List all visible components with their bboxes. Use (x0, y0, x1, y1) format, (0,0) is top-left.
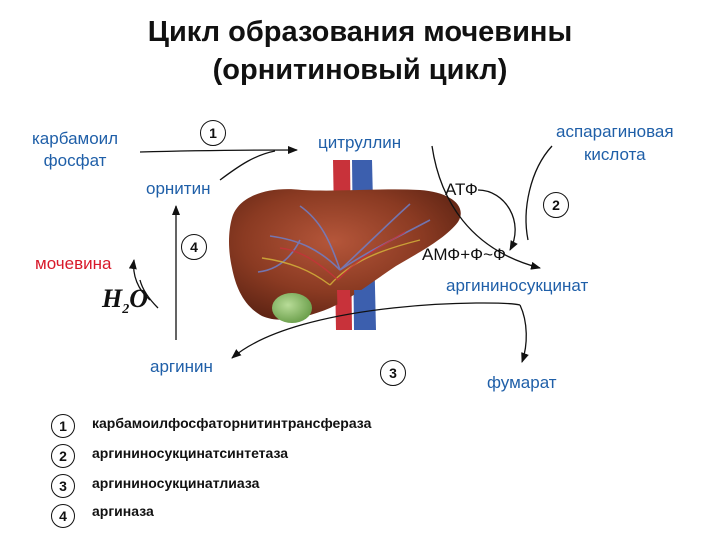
label-fumarate: фумарат (487, 373, 557, 392)
liver (229, 189, 461, 320)
arrow-step-3 (231, 302, 521, 359)
arrow-fumarate (519, 304, 529, 363)
legend-badge-1: 1 (51, 414, 75, 438)
arrow-h2o (139, 279, 159, 309)
label-urea: мочевина (35, 254, 112, 273)
h2o-o: O (129, 284, 149, 313)
arrow-ornithine-merge (219, 150, 276, 181)
legend-badge-4: 4 (51, 504, 75, 528)
arrow-step-1 (139, 146, 298, 155)
title-line-1: Цикл образования мочевины (147, 16, 573, 48)
label-citrulline: цитруллин (318, 133, 402, 152)
label-atp: АТФ (445, 180, 478, 199)
legend-text-3: аргининосукцинатлиаза (92, 475, 260, 491)
label-ornithine: орнитин (146, 179, 211, 198)
step-badge-4: 4 (181, 234, 207, 260)
h2o-h: H (102, 284, 123, 313)
arrow-step-2 (431, 145, 541, 270)
h2o-subscript: 2 (122, 302, 130, 318)
legend-text-4: аргиназа (92, 503, 154, 519)
label-argininosuccinate: аргининосукцинат (446, 276, 589, 295)
legend-badge-2: 2 (51, 444, 75, 468)
legend-badge-3: 3 (51, 474, 75, 498)
label-amp-ppi: АМФ+Ф~Ф (422, 245, 506, 264)
arrow-aspartate (525, 145, 553, 241)
gallbladder (272, 293, 312, 323)
label-aspartic-acid: аспарагиновая кислота (556, 122, 674, 164)
label-h2o: H2O (102, 284, 148, 318)
title-line-2: (орнитиновый цикл) (212, 54, 508, 86)
label-carbamoyl-phosphate: карбамоил фосфат (32, 129, 119, 170)
legend-text-1: карбамоилфосфаторнитинтрансфераза (92, 415, 372, 431)
step-badge-3: 3 (380, 360, 406, 386)
step-badge-2: 2 (543, 192, 569, 218)
label-arginine: аргинин (150, 357, 213, 376)
legend-text-2: аргининосукцинатсинтетаза (92, 445, 289, 461)
arrow-atp (477, 189, 518, 251)
arrow-urea (128, 259, 151, 301)
step-badge-1: 1 (200, 120, 226, 146)
